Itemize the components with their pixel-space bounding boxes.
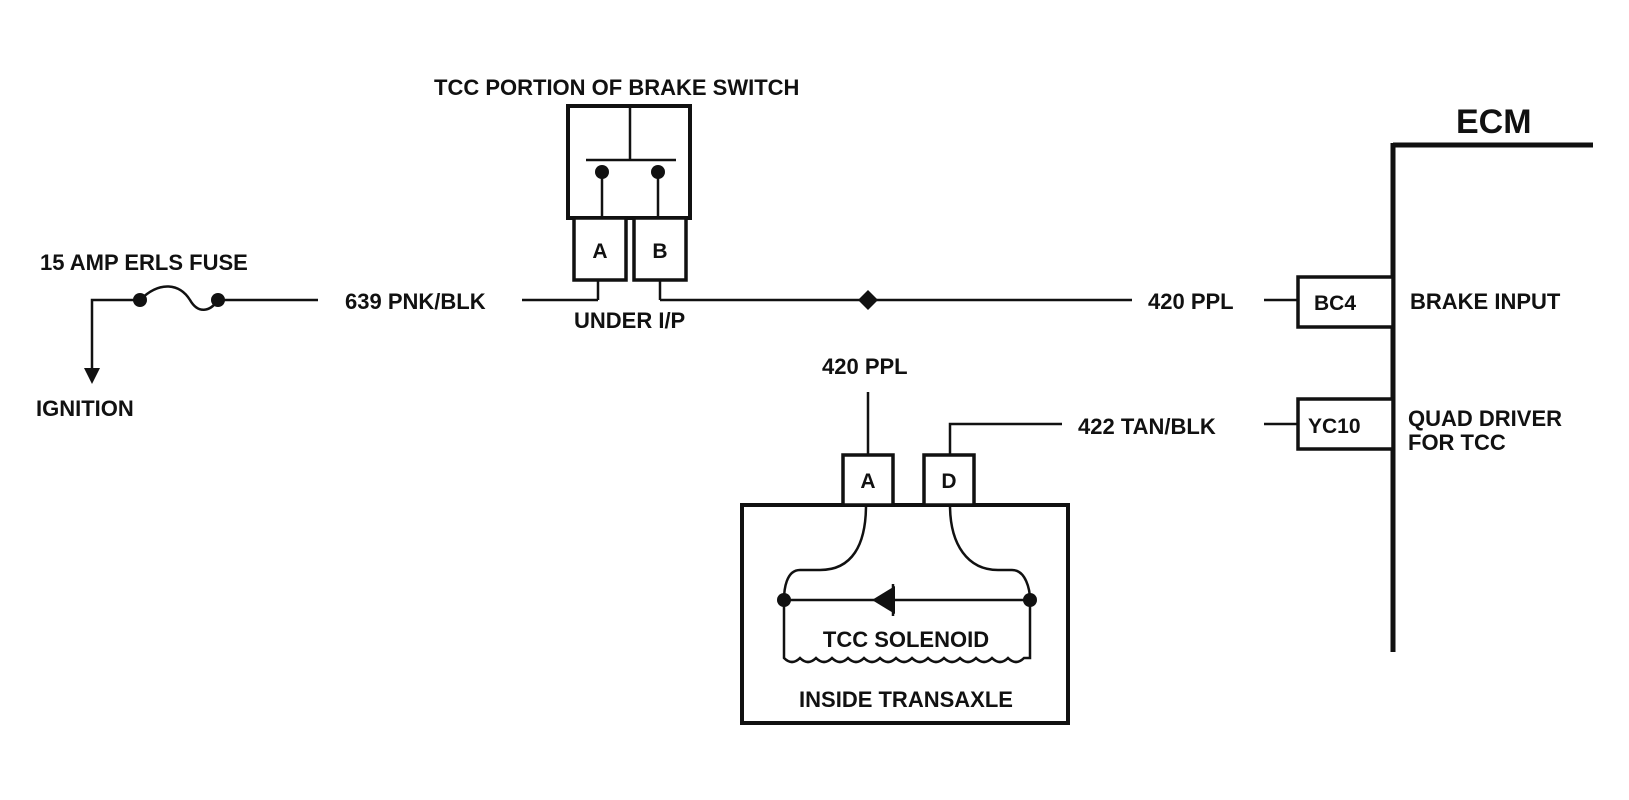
wire-420-drop-label: 420 PPL bbox=[822, 354, 908, 379]
ignition-lead bbox=[90, 298, 140, 374]
brake-switch-location: UNDER I/P bbox=[574, 308, 685, 333]
ecm-pin-bc4-box bbox=[1296, 275, 1395, 329]
diode-arrow-icon bbox=[872, 586, 895, 614]
solenoid-lead-d bbox=[948, 504, 1032, 601]
wire-420: 420 PPL 420 PPL bbox=[658, 280, 1298, 458]
solenoid-coil-icon bbox=[782, 600, 1032, 664]
ecm-brake-input-label: BRAKE INPUT bbox=[1410, 289, 1561, 314]
fuse-circuit: 15 AMP ERLS FUSE IGNITION bbox=[36, 250, 318, 421]
brake-switch: TCC PORTION OF BRAKE SWITCH A B UNDER I/… bbox=[434, 75, 799, 333]
ecm-pin-yc10-box bbox=[1296, 397, 1395, 451]
ecm-pin-bc4: BC4 bbox=[1314, 292, 1356, 315]
wire-422-from-pin-d bbox=[948, 422, 1062, 458]
wire-639: 639 PNK/BLK bbox=[345, 280, 600, 314]
wire-422-label: 422 TAN/BLK bbox=[1078, 414, 1216, 439]
transaxle-pin-d: D bbox=[941, 470, 956, 493]
transaxle: A D TCC SOLENOID INSIDE TRANSAXLE bbox=[740, 453, 1070, 725]
transaxle-location: INSIDE TRANSAXLE bbox=[799, 687, 1013, 712]
transaxle-pin-d-box bbox=[922, 453, 976, 507]
ecm-quad-driver-line1: QUAD DRIVER bbox=[1408, 406, 1562, 431]
brake-switch-pin-b-box bbox=[632, 216, 688, 282]
ignition-label: IGNITION bbox=[36, 396, 134, 421]
brake-switch-pin-a-box bbox=[572, 216, 628, 282]
splice-diamond-icon bbox=[858, 290, 878, 310]
transaxle-pin-a: A bbox=[860, 470, 875, 493]
wire-422: 422 TAN/BLK bbox=[948, 414, 1298, 458]
ecm-quad-driver-line2: FOR TCC bbox=[1408, 430, 1506, 455]
ecm-title: ECM bbox=[1456, 103, 1532, 141]
ignition-arrow-icon bbox=[84, 368, 100, 384]
ecm-pin-yc10: YC10 bbox=[1308, 415, 1361, 438]
solenoid-label: TCC SOLENOID bbox=[823, 627, 989, 652]
transaxle-housing bbox=[740, 503, 1070, 725]
brake-switch-title: TCC PORTION OF BRAKE SWITCH bbox=[434, 75, 799, 100]
solenoid-lead-a bbox=[782, 504, 868, 601]
brake-switch-pin-a: A bbox=[592, 240, 607, 263]
wire-639-label: 639 PNK/BLK bbox=[345, 289, 486, 314]
wire-420-top-label: 420 PPL bbox=[1148, 289, 1234, 314]
brake-switch-pin-b: B bbox=[652, 240, 667, 263]
ecm: ECM BC4 BRAKE INPUT YC10 QUAD DRIVER FOR… bbox=[1296, 103, 1593, 652]
transaxle-pin-a-box bbox=[841, 453, 895, 507]
fuse-label: 15 AMP ERLS FUSE bbox=[40, 250, 248, 275]
fuse-element-icon bbox=[139, 285, 220, 311]
